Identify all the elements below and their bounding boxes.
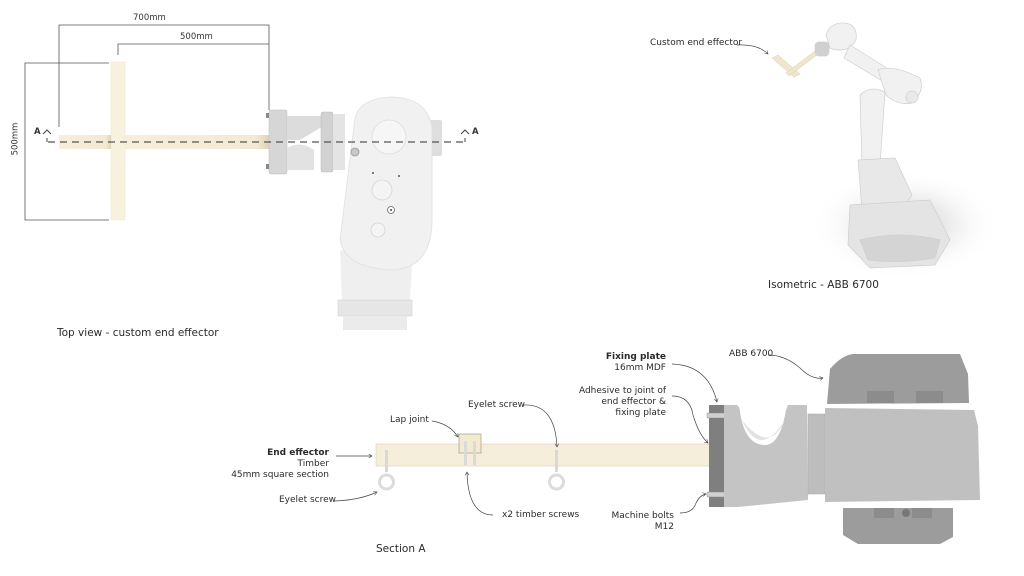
section-a-drawing bbox=[334, 354, 980, 544]
mdf-fixing-plate bbox=[709, 405, 724, 507]
dimension-lines bbox=[24, 24, 270, 221]
top-view-caption: Top view - custom end effector bbox=[57, 327, 219, 339]
dim-label-700: 700mm bbox=[133, 13, 166, 23]
callout-machine-bolts bbox=[679, 494, 706, 514]
section-marker-right: A bbox=[472, 127, 479, 137]
label-eyelet-screw-left: Eyelet screw bbox=[279, 495, 337, 505]
label-adhesive: Adhesive to joint of end effector & fixi… bbox=[579, 386, 666, 419]
label-end-effector-size: 45mm square section bbox=[231, 470, 329, 480]
eyelet-screw-right-shape bbox=[548, 450, 565, 491]
section-marker-left: A bbox=[34, 127, 41, 137]
label-fixing-plate: Fixing plate 16mm MDF bbox=[606, 352, 666, 374]
callout-robot bbox=[767, 354, 823, 378]
iso-end-effector bbox=[771, 50, 819, 78]
lap-joint-block bbox=[458, 433, 482, 454]
iso-robot bbox=[814, 22, 951, 269]
callout-lap-joint bbox=[431, 420, 459, 437]
dim-700-line bbox=[58, 24, 270, 127]
callout-timber-screws bbox=[467, 472, 494, 516]
dim-label-500-cross: 500mm bbox=[10, 122, 21, 156]
label-machine-bolts-size: M12 bbox=[654, 522, 674, 532]
section-callout-lines bbox=[334, 354, 823, 516]
label-adhesive-line2: end effector & bbox=[601, 397, 666, 407]
label-abb-6700: ABB 6700 bbox=[729, 349, 774, 359]
isometric-caption: Isometric - ABB 6700 bbox=[768, 279, 879, 291]
isometric-drawing bbox=[736, 22, 1000, 280]
label-timber-screws: x2 timber screws bbox=[502, 510, 580, 520]
label-eyelet-screw-top: Eyelet screw bbox=[468, 400, 526, 410]
eyelet-screw-left-shape bbox=[378, 450, 395, 491]
robot-body-top bbox=[337, 96, 442, 330]
label-end-effector-material: Timber bbox=[297, 459, 329, 469]
cross-timber bbox=[110, 61, 126, 221]
callout-label-custom-end-effector: Custom end effector bbox=[650, 38, 743, 48]
dim-500-cross-line bbox=[24, 62, 109, 221]
callout-adhesive bbox=[671, 395, 708, 443]
label-fixing-plate-material: 16mm MDF bbox=[614, 363, 666, 373]
label-end-effector-title: End effector bbox=[267, 448, 329, 458]
label-fixing-plate-title: Fixing plate bbox=[605, 352, 666, 362]
dim-label-500-arm: 500mm bbox=[180, 32, 213, 42]
label-end-effector: End effector Timber 45mm square section bbox=[231, 448, 329, 481]
section-a-caption: Section A bbox=[376, 543, 426, 555]
label-machine-bolts-name: Machine bolts bbox=[611, 511, 674, 521]
callout-arrow-end-effector bbox=[736, 44, 768, 54]
timber-screws-shape bbox=[464, 441, 476, 465]
dim-500-arm-line bbox=[117, 43, 269, 55]
section-arrow-left bbox=[42, 129, 52, 142]
callout-eyelet-left bbox=[334, 492, 377, 502]
label-lap-joint: Lap joint bbox=[390, 415, 429, 425]
label-machine-bolts: Machine bolts M12 bbox=[612, 511, 674, 533]
label-adhesive-line1: Adhesive to joint of bbox=[578, 386, 666, 396]
robot-section-side bbox=[724, 354, 980, 544]
section-timber-beam bbox=[375, 443, 725, 467]
label-adhesive-line3: fixing plate bbox=[615, 408, 666, 418]
callout-eyelet-top bbox=[522, 404, 557, 447]
section-arrow-right bbox=[460, 129, 470, 142]
top-view-drawing bbox=[24, 24, 470, 330]
callout-fixing-plate bbox=[671, 363, 717, 402]
